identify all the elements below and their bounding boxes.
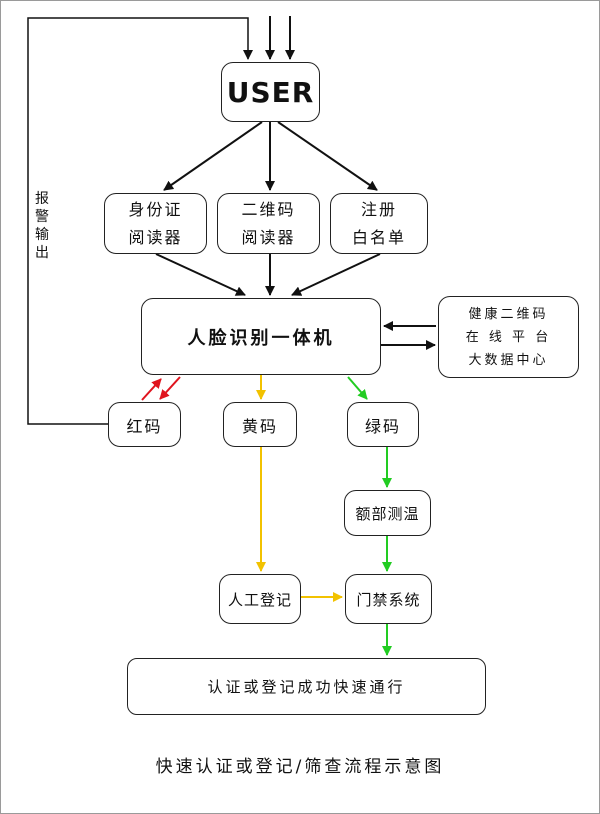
- whitelist-to-face-arrow: [291, 253, 381, 296]
- face-recognition-terminal-label: 人脸识别一体机: [187, 327, 335, 349]
- fast-pass-label: 认证或登记成功快速通行: [207, 678, 406, 696]
- alarm-output-char: 报: [35, 191, 49, 207]
- whitelist-label-2: 白名单: [351, 227, 406, 247]
- whitelist-label-1: 注册: [360, 199, 397, 219]
- id-card-reader-label-1: 身份证: [128, 199, 183, 219]
- alarm-output-label: 报 警 输 出: [33, 190, 51, 262]
- red-code-label: 红码: [126, 416, 163, 436]
- green-code-label: 绿码: [364, 416, 401, 436]
- id-to-face-arrow: [155, 253, 246, 296]
- whitelist-node: 注册 白名单: [330, 193, 428, 254]
- red-return-arrow: [141, 378, 162, 401]
- face-to-red-arrow: [159, 376, 181, 400]
- yellow-code-label: 黄码: [241, 416, 278, 436]
- alarm-loop-arrow: [27, 17, 253, 425]
- user-node-label: USER: [226, 75, 315, 109]
- forehead-temperature-node: 额部测温: [344, 490, 431, 536]
- user-node: USER: [221, 62, 320, 122]
- forehead-temperature-label: 额部测温: [355, 504, 420, 523]
- health-platform-label-2: 在 线 平 台: [465, 329, 552, 345]
- green-code-node: 绿码: [347, 402, 419, 447]
- fast-pass-node: 认证或登记成功快速通行: [127, 658, 486, 715]
- face-recognition-terminal-node: 人脸识别一体机: [141, 298, 381, 375]
- access-control-node: 门禁系统: [345, 574, 432, 624]
- yellow-code-node: 黄码: [223, 402, 297, 447]
- user-to-whitelist-arrow: [277, 121, 378, 191]
- face-to-green-arrow: [347, 376, 368, 400]
- access-control-label: 门禁系统: [356, 590, 421, 609]
- alarm-output-char: 警: [35, 209, 49, 225]
- manual-registration-node: 人工登记: [219, 574, 301, 624]
- alarm-output-char: 出: [35, 245, 49, 261]
- user-to-id-arrow: [163, 121, 263, 191]
- health-platform-label-1: 健康二维码: [468, 306, 549, 322]
- id-card-reader-node: 身份证 阅读器: [104, 193, 207, 254]
- health-platform-node: 健康二维码 在 线 平 台 大数据中心: [438, 296, 579, 378]
- diagram-caption: 快速认证或登记/筛查流程示意图: [155, 757, 445, 777]
- health-platform-label-3: 大数据中心: [468, 352, 549, 368]
- alarm-output-char: 输: [35, 227, 49, 243]
- red-code-node: 红码: [108, 402, 181, 447]
- qr-code-reader-label-1: 二维码: [241, 199, 296, 219]
- qr-code-reader-node: 二维码 阅读器: [217, 193, 320, 254]
- id-card-reader-label-2: 阅读器: [128, 227, 183, 247]
- manual-registration-label: 人工登记: [227, 590, 292, 609]
- qr-code-reader-label-2: 阅读器: [241, 227, 296, 247]
